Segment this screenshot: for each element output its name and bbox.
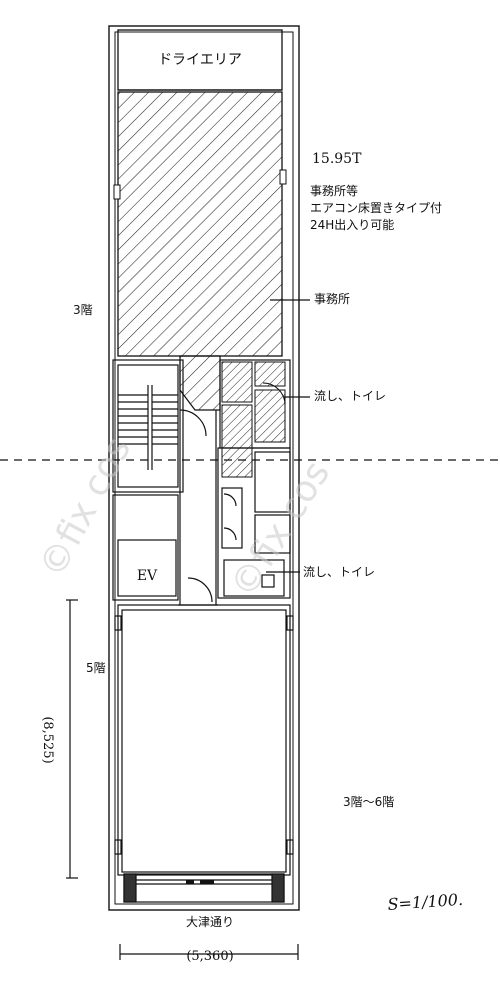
note-line-1: 事務所等 [310,184,358,198]
note-line-3: 24H出入り可能 [310,218,394,232]
office-label: 事務所 [314,292,350,306]
lower-toilet-block [217,447,291,599]
width-dimension-line [119,944,299,960]
sink-toilet-upper-label: 流し、トイレ [314,389,386,403]
floors-range-label: 3階～6階 [343,794,394,809]
street-entrance [123,873,285,903]
dry-area-box [117,29,283,91]
floor-5-label: 5階 [86,660,106,675]
leader-lines [266,299,310,573]
area-tsubo-label: 15.95T [312,151,362,167]
floor-3-label: 3階 [73,302,93,317]
dry-area-label: ドライエリア [158,52,242,68]
sink-toilet-lower-label: 流し、トイレ [303,565,375,579]
street-name-label: 大津通り [186,915,234,929]
note-line-2: エアコン床置きタイプ付 [310,201,442,215]
width-dimension-label: (5,360) [186,949,233,964]
depth-dimension-label: (8,525) [40,716,55,763]
outer-walls [108,25,300,911]
depth-dimension-line [66,599,78,879]
watermark-left: ©fix cos [32,431,140,584]
upper-toilet-block [219,359,291,478]
office-hatched-area [113,91,287,411]
scale-note: S=1/100. [387,890,464,914]
stairwell [112,359,184,493]
lower-floor-room [114,604,294,876]
ev-label: EV [137,568,158,584]
